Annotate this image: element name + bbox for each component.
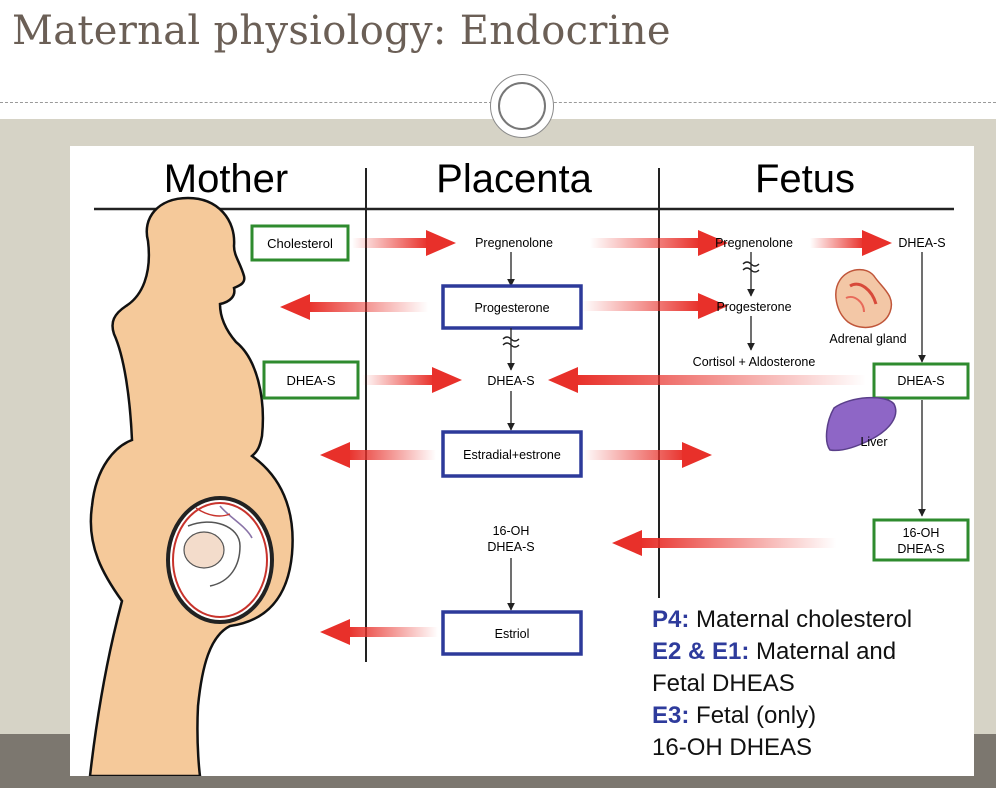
placenta-estriol-box [441, 610, 583, 656]
legend-key: E3: [652, 702, 690, 729]
fetus-16oh-dheas-box [872, 518, 970, 562]
arrow-fetal-pregnenolone-to-dheas [810, 230, 892, 256]
fetus-16oh-label-1: 16-OH [903, 526, 940, 540]
placenta-dheas-label: DHEA-S [487, 374, 534, 388]
arrow-fetal-16oh-to-placenta [612, 530, 836, 556]
fetus-dheas-box [872, 362, 970, 400]
placenta-16oh-label-1: 16-OH [493, 524, 530, 538]
legend-text: Maternal and [749, 638, 897, 665]
arrow-cholesterol-to-pregnenolone [352, 230, 456, 256]
mother-cholesterol-label: Cholesterol [267, 236, 333, 251]
mother-dheas-box [262, 360, 360, 400]
blocked-step-symbol [502, 336, 520, 348]
placenta-progesterone-label: Progesterone [474, 301, 549, 315]
placenta-pregnenolone-label: Pregnenolone [475, 236, 553, 250]
endocrine-diagram: Mother Placenta Fetus Cholesterol DHEA-S [88, 157, 970, 776]
adrenal-gland-image [835, 268, 893, 329]
legend-key: E2 & E1: [652, 638, 750, 665]
placenta-estradiol-estrone-box [441, 430, 583, 478]
legend: P4: Maternal cholesterol E2 & E1: Matern… [652, 604, 912, 764]
legend-row-p4: P4: Maternal cholesterol [652, 604, 912, 636]
fetus-dheas-box-label: DHEA-S [897, 374, 944, 388]
legend-row-e3: E3: Fetal (only) [652, 700, 912, 732]
legend-key: P4: [652, 606, 690, 633]
slide-title: Maternal physiology: Endocrine [12, 8, 671, 54]
header-placenta: Placenta [436, 157, 592, 201]
fetus-dheas-top-label: DHEA-S [898, 236, 945, 250]
arrow-progesterone-to-fetus [582, 293, 728, 319]
fetus-16oh-label-2: DHEA-S [897, 542, 944, 556]
arrow-placenta-to-fetal-pregnenolone [590, 230, 728, 256]
blocked-step-symbol-fetal [742, 261, 760, 273]
legend-text: Fetal DHEAS [652, 670, 795, 697]
legend-row-e2e1-cont: Fetal DHEAS [652, 668, 912, 700]
mother-silhouette [88, 196, 294, 776]
placenta-estriol-label: Estriol [495, 627, 530, 641]
arrow-progesterone-to-mother [280, 294, 428, 320]
decorative-circle-inner [498, 82, 546, 130]
placenta-progesterone-box [441, 284, 583, 330]
liver-image [825, 396, 897, 452]
mother-cholesterol-box [250, 224, 350, 262]
fetus-progesterone-label: Progesterone [716, 300, 791, 314]
arrow-estriol-to-mother [320, 619, 438, 645]
header-fetus: Fetus [755, 157, 855, 201]
arrow-estrogens-to-mother [320, 442, 436, 468]
arrow-estrogens-to-fetus [582, 442, 712, 468]
legend-text: Fetal (only) [689, 702, 817, 729]
fetus-pregnenolone-label: Pregnenolone [715, 236, 793, 250]
liver-label: Liver [860, 435, 887, 449]
header-mother: Mother [164, 157, 289, 201]
placenta-estradiol-estrone-label: Estradial+estrone [463, 448, 561, 462]
arrow-fetal-dheas-to-placenta [548, 367, 866, 393]
legend-row-e3-cont: 16-OH DHEAS [652, 732, 912, 764]
legend-text: 16-OH DHEAS [652, 734, 813, 761]
fetus-cortisol-aldosterone-label: Cortisol + Aldosterone [693, 355, 816, 369]
adrenal-gland-label: Adrenal gland [829, 332, 906, 346]
placenta-16oh-label-2: DHEA-S [487, 540, 534, 554]
mother-dheas-label: DHEA-S [286, 373, 335, 388]
arrow-mother-dheas-to-placenta [362, 367, 462, 393]
legend-text: Maternal cholesterol [689, 606, 913, 633]
legend-row-e2e1: E2 & E1: Maternal and [652, 636, 912, 668]
